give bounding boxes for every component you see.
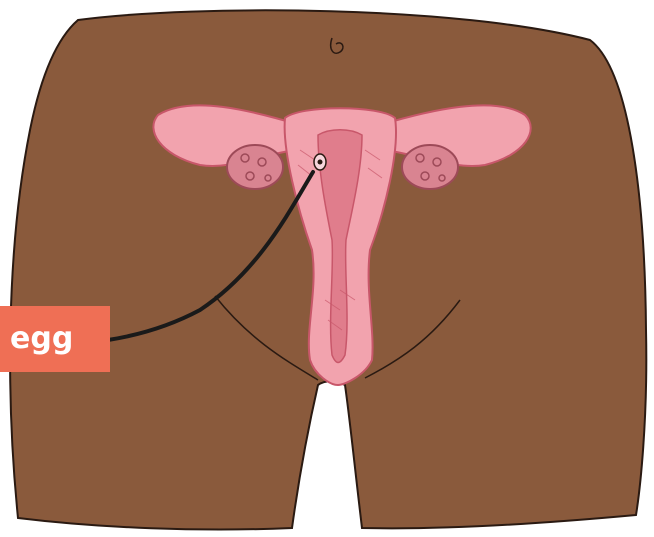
right-ovary xyxy=(402,145,458,189)
left-ovary xyxy=(227,145,283,189)
egg-nucleus xyxy=(318,160,323,165)
egg-label: egg xyxy=(0,306,110,372)
